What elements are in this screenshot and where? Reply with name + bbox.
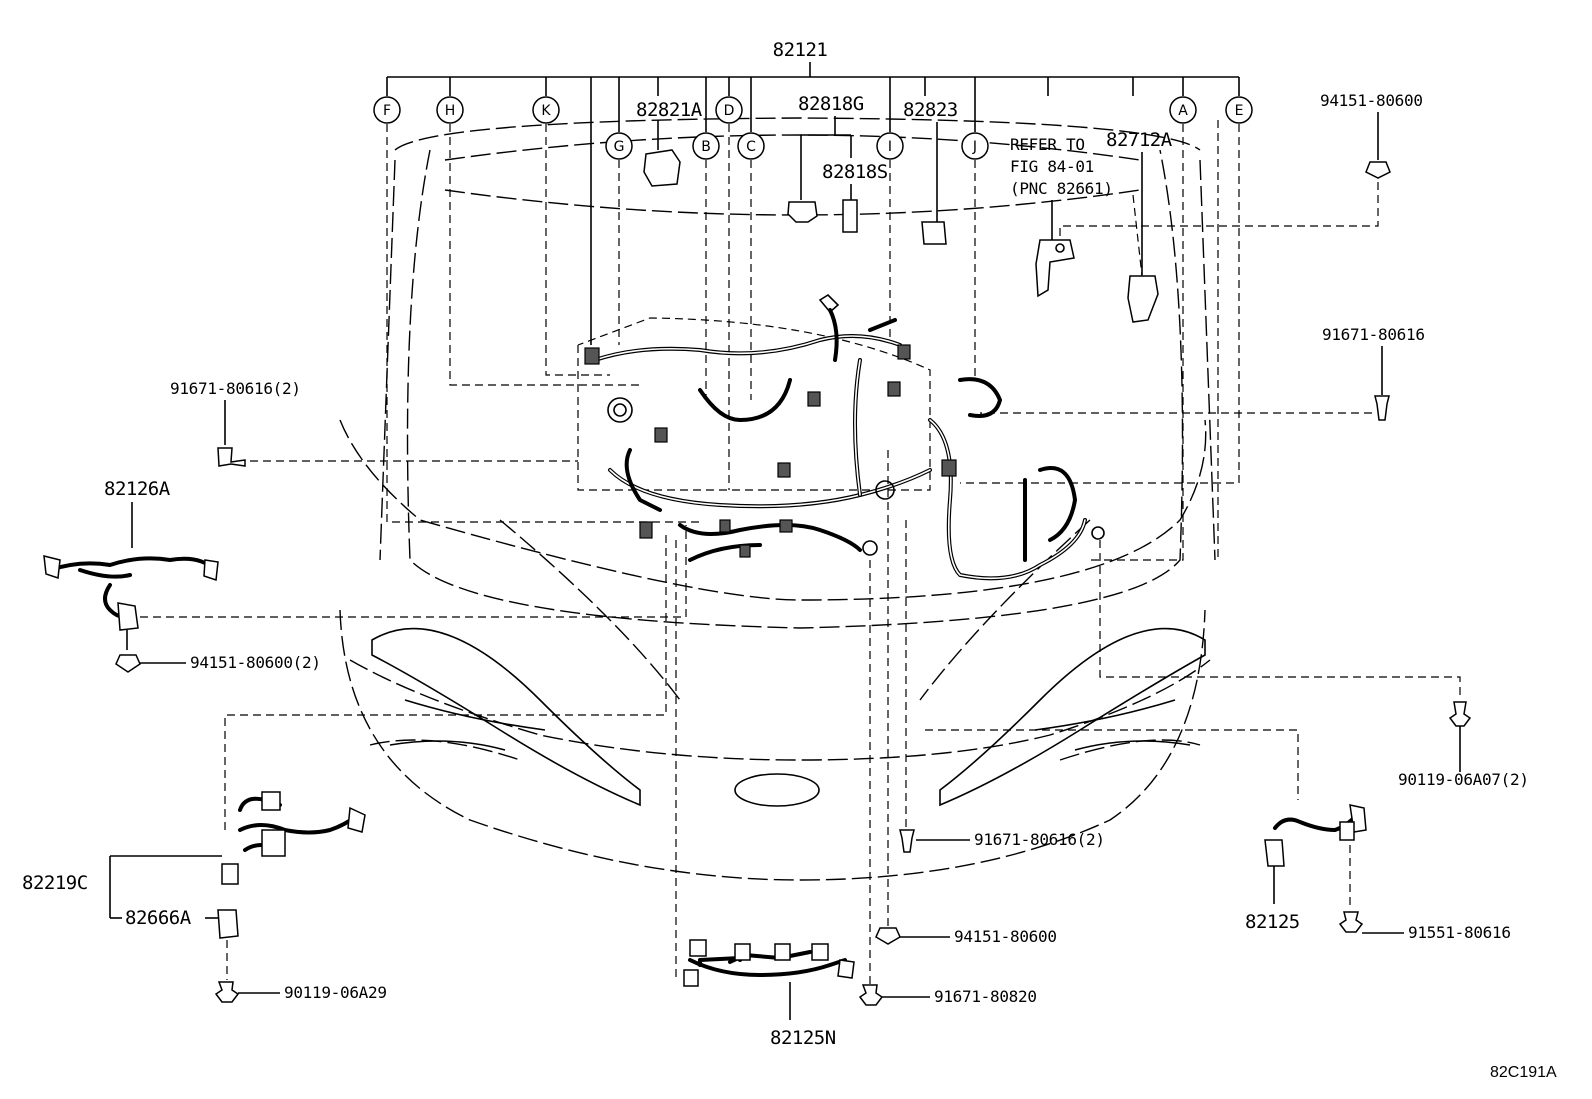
part-82712A: 82712A [1106, 129, 1173, 323]
callout-J: J [961, 132, 989, 160]
callout-G: G [605, 132, 633, 160]
svg-text:82125: 82125 [1245, 911, 1300, 933]
svg-text:REFER TO: REFER TO [1010, 135, 1085, 154]
svg-text:91671-80616(2): 91671-80616(2) [974, 830, 1105, 849]
callout-D: D [715, 96, 743, 124]
main-harness-bracket: 82121 [386, 39, 1240, 345]
refer-note: REFER TO FIG 84-01 (PNC 82661) [1010, 135, 1113, 298]
svg-text:82125N: 82125N [770, 1027, 836, 1049]
svg-text:J: J [972, 139, 977, 155]
part-82125N: 82125N [683, 939, 855, 1049]
nut-94151-80600-center: 94151-80600 [875, 927, 1057, 946]
svg-text:82823: 82823 [903, 99, 958, 121]
svg-text:H: H [445, 103, 456, 119]
svg-text:91671-80616(2): 91671-80616(2) [170, 379, 301, 398]
callout-I: I [876, 132, 904, 160]
svg-text:C: C [746, 139, 756, 155]
svg-text:82126A: 82126A [104, 478, 171, 500]
svg-text:A: A [1178, 103, 1188, 119]
figure-code: 82C191A [1490, 1064, 1557, 1081]
callout-C: C [737, 132, 765, 160]
bolt-91671-80820: 91671-80820 [858, 984, 1037, 1006]
svg-text:B: B [701, 139, 711, 155]
svg-text:82821A: 82821A [636, 99, 703, 121]
bumper-openings [371, 627, 1206, 807]
callout-F: F [373, 96, 401, 124]
svg-text:90119-06A29: 90119-06A29 [284, 983, 387, 1002]
bolt-91671-80616-left: 91671-80616(2) [170, 379, 578, 467]
svg-text:91671-80616: 91671-80616 [1322, 325, 1425, 344]
emblem [734, 773, 820, 807]
callout-H: H [436, 96, 464, 124]
part-82823: 82823 [903, 99, 958, 245]
part-82126A: 82126A [43, 478, 687, 650]
svg-text:I: I [888, 139, 892, 155]
callout-leaders [386, 120, 1240, 561]
vehicle-body-outline [339, 117, 1216, 881]
part-82219C-82666A: 82219C 82666A [22, 530, 667, 980]
svg-text:82666A: 82666A [125, 907, 192, 929]
svg-text:82818S: 82818S [822, 161, 888, 183]
svg-text:91551-80616: 91551-80616 [1408, 923, 1511, 942]
engine-bay-harness [577, 293, 1105, 581]
svg-text:FIG 84-01: FIG 84-01 [1010, 157, 1094, 176]
svg-text:90119-06A07(2): 90119-06A07(2) [1398, 770, 1529, 789]
label-82121: 82121 [773, 39, 828, 61]
part-82818S: 82818S [822, 161, 888, 233]
svg-text:91671-80820: 91671-80820 [934, 987, 1037, 1006]
part-82821A: 82821A [636, 99, 703, 187]
callout-K: K [532, 96, 560, 124]
bolt-91551-80616: 91551-80616 [1338, 911, 1511, 942]
svg-text:K: K [541, 103, 551, 119]
part-82818G: 82818G [787, 93, 864, 223]
bolt-91671-80616-right: 91671-80616 [980, 325, 1425, 421]
svg-text:E: E [1235, 103, 1244, 119]
svg-text:(PNC 82661): (PNC 82661) [1010, 179, 1113, 198]
bolt-91671-80616-2-center: 91671-80616(2) [899, 829, 1105, 853]
svg-text:94151-80600: 94151-80600 [1320, 91, 1423, 110]
bolt-90119-06A29: 90119-06A29 [214, 981, 387, 1003]
nut-94151-80600-2: 94151-80600(2) [115, 653, 321, 673]
bolts-center-leaders [675, 450, 907, 985]
svg-text:D: D [724, 103, 735, 119]
bolt-90119-06A07: 90119-06A07(2) [1099, 540, 1529, 789]
part-82125: 82125 [925, 729, 1367, 933]
svg-text:94151-80600: 94151-80600 [954, 927, 1057, 946]
bolt-94151-80600-top: 94151-80600 [1059, 91, 1423, 240]
callout-B: B [692, 132, 720, 160]
svg-text:94151-80600(2): 94151-80600(2) [190, 653, 321, 672]
callout-A: A [1169, 96, 1197, 124]
svg-text:82219C: 82219C [22, 872, 88, 894]
svg-text:G: G [614, 139, 625, 155]
svg-text:F: F [383, 103, 391, 119]
svg-text:82818G: 82818G [798, 93, 864, 115]
svg-text:82712A: 82712A [1106, 129, 1173, 151]
callout-E: E [1225, 96, 1253, 124]
